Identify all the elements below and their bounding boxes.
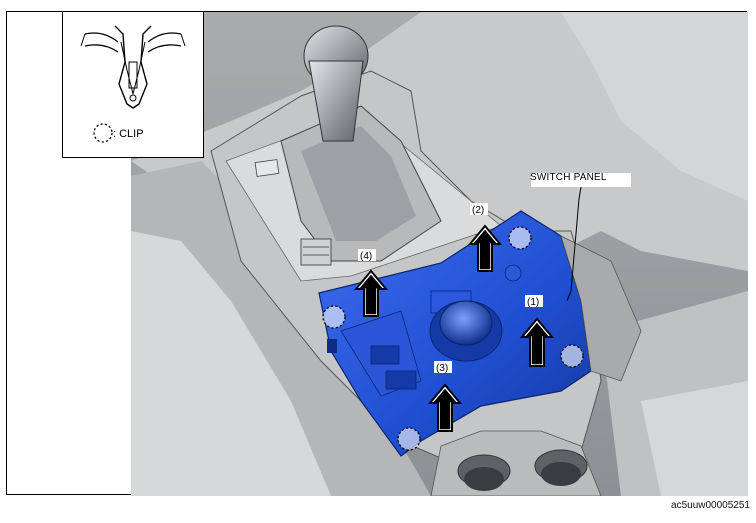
clip-marker-4: [322, 305, 346, 329]
clip-marker-3: [397, 427, 421, 451]
clip-marker-1: [560, 344, 584, 368]
switch-panel-label: SWITCH PANEL: [530, 172, 607, 183]
step-label-1: (1): [527, 297, 539, 308]
step-label-3: (3): [436, 363, 448, 374]
step-label-2: (2): [472, 205, 484, 216]
clip-marker-2: [508, 226, 532, 250]
figure-code: ac5uuw00005251: [671, 500, 750, 511]
clip-markers: [322, 226, 584, 451]
clip-detail-drawing: [80, 25, 186, 143]
step-label-4: (4): [360, 251, 372, 262]
console-illustration: (2) (4) (1) (3): [131, 12, 748, 496]
switch-panel-leader: [566, 186, 582, 302]
clip-legend-label: : CLIP: [113, 128, 144, 140]
clip-legend-symbol: [93, 123, 113, 143]
figure-frame: (2) (4) (1) (3): [6, 11, 748, 496]
clip-inset: [62, 11, 204, 158]
